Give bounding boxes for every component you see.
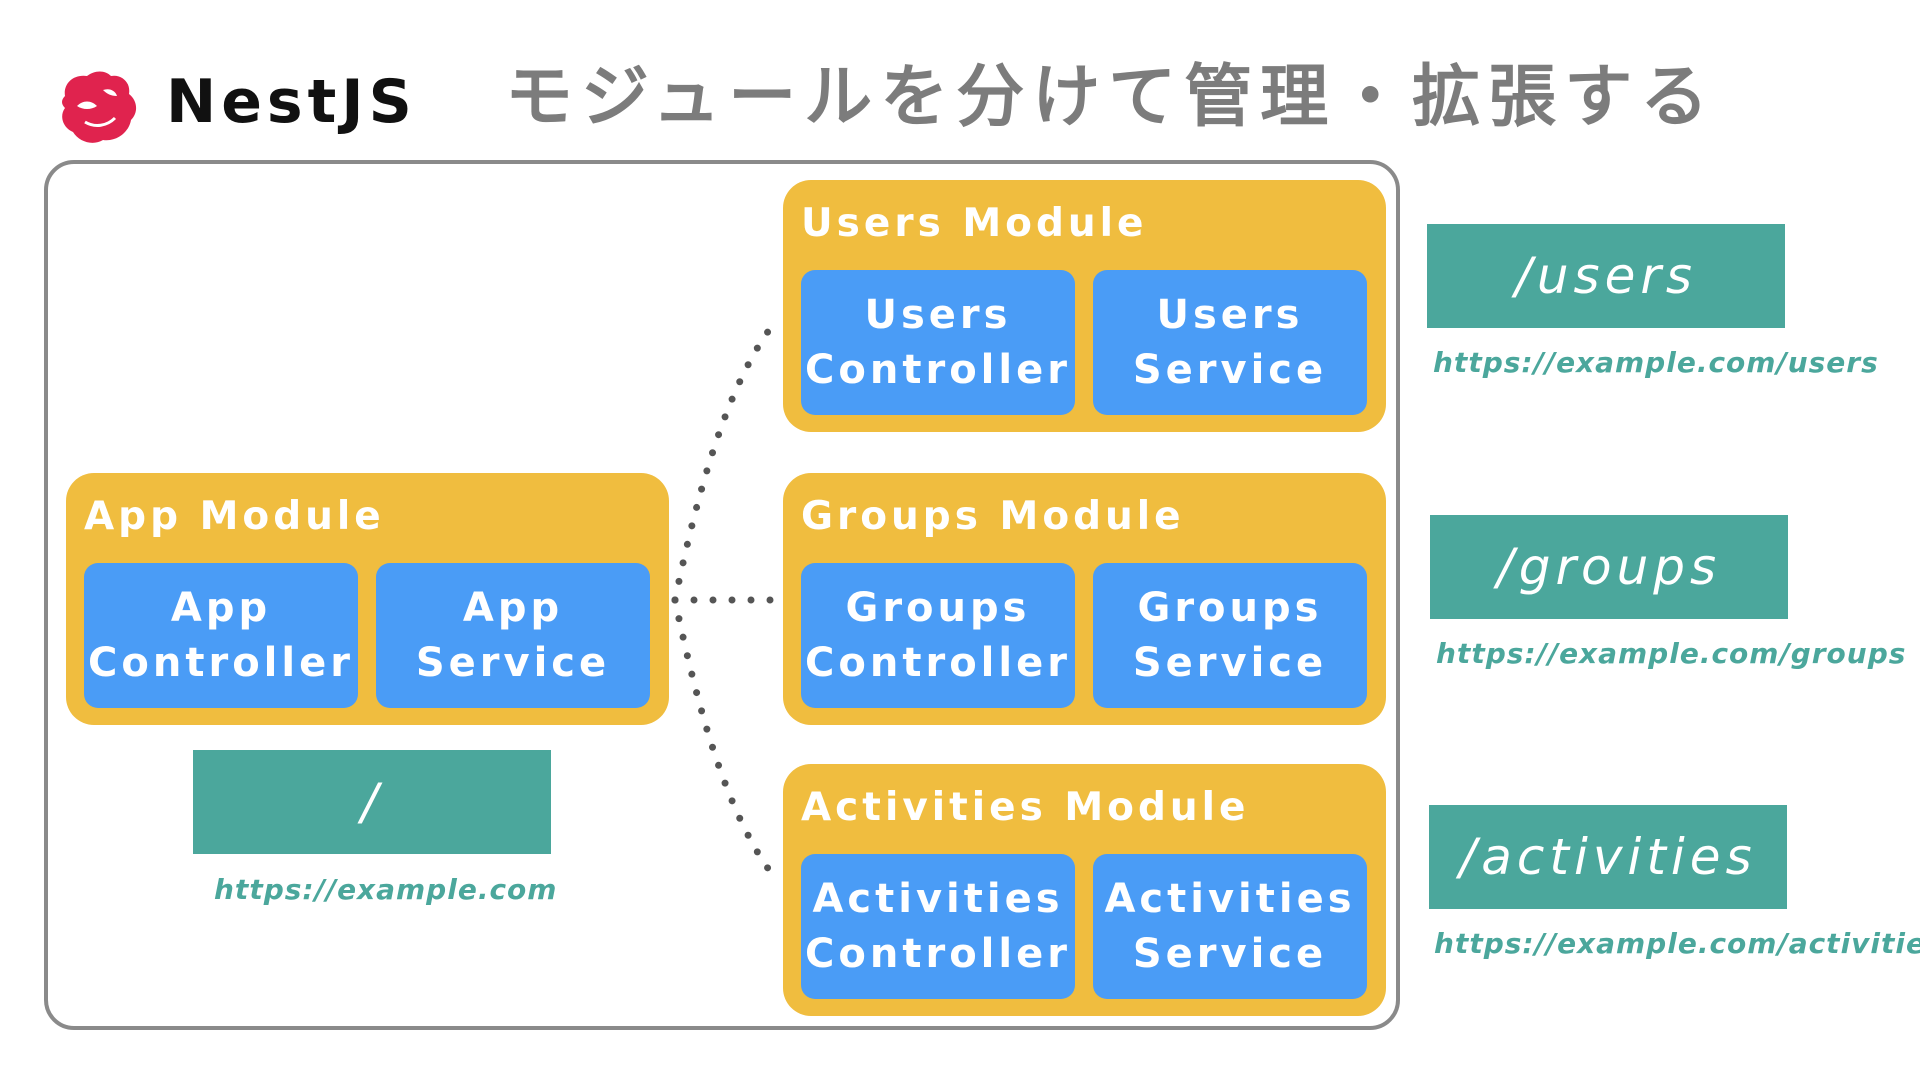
- activities-controller: Activities Controller: [801, 854, 1075, 999]
- route-box-groups: /groups: [1430, 515, 1788, 619]
- activities-module: Activities Module Activities Controller …: [783, 764, 1386, 1016]
- users-controller-label: Users Controller: [805, 291, 1071, 393]
- app-service-label: App Service: [415, 584, 611, 686]
- route-url-activities: https://example.com/activities: [1434, 927, 1920, 960]
- route-box-root: /: [193, 750, 551, 854]
- groups-service-label: Groups Service: [1132, 584, 1328, 686]
- users-controller: Users Controller: [801, 270, 1075, 415]
- route-url-root: https://example.com: [214, 873, 558, 906]
- page-heading: モジュールを分けて管理・拡張する: [505, 58, 1717, 137]
- application-frame: [44, 160, 1400, 1030]
- groups-controller: Groups Controller: [801, 563, 1075, 708]
- nestjs-logo-icon: [62, 71, 137, 143]
- connector-users: [671, 318, 779, 604]
- app-module: App Module App Controller App Service: [66, 473, 669, 725]
- module-title: App Module: [84, 494, 385, 539]
- module-title: Activities Module: [801, 785, 1250, 830]
- activities-service: Activities Service: [1093, 854, 1367, 999]
- route-path: /groups: [1496, 538, 1722, 596]
- brand-name: NestJS: [166, 67, 417, 137]
- groups-module: Groups Module Groups Controller Groups S…: [783, 473, 1386, 725]
- module-title: Users Module: [801, 201, 1148, 246]
- route-path: /: [361, 773, 383, 831]
- users-service: Users Service: [1093, 270, 1367, 415]
- users-service-label: Users Service: [1132, 291, 1328, 393]
- route-url-groups: https://example.com/groups: [1436, 637, 1907, 670]
- route-url-users: https://example.com/users: [1433, 346, 1879, 379]
- route-path: /users: [1515, 247, 1697, 305]
- groups-controller-label: Groups Controller: [805, 584, 1071, 686]
- activities-controller-label: Activities Controller: [805, 875, 1071, 977]
- route-box-activities: /activities: [1429, 805, 1787, 909]
- app-controller: App Controller: [84, 563, 358, 708]
- users-module: Users Module Users Controller Users Serv…: [783, 180, 1386, 432]
- activities-service-label: Activities Service: [1104, 875, 1356, 977]
- connector-activities: [671, 596, 779, 882]
- route-path: /activities: [1459, 828, 1757, 886]
- route-box-users: /users: [1427, 224, 1785, 328]
- app-service: App Service: [376, 563, 650, 708]
- app-controller-label: App Controller: [88, 584, 354, 686]
- groups-service: Groups Service: [1093, 563, 1367, 708]
- module-title: Groups Module: [801, 494, 1185, 539]
